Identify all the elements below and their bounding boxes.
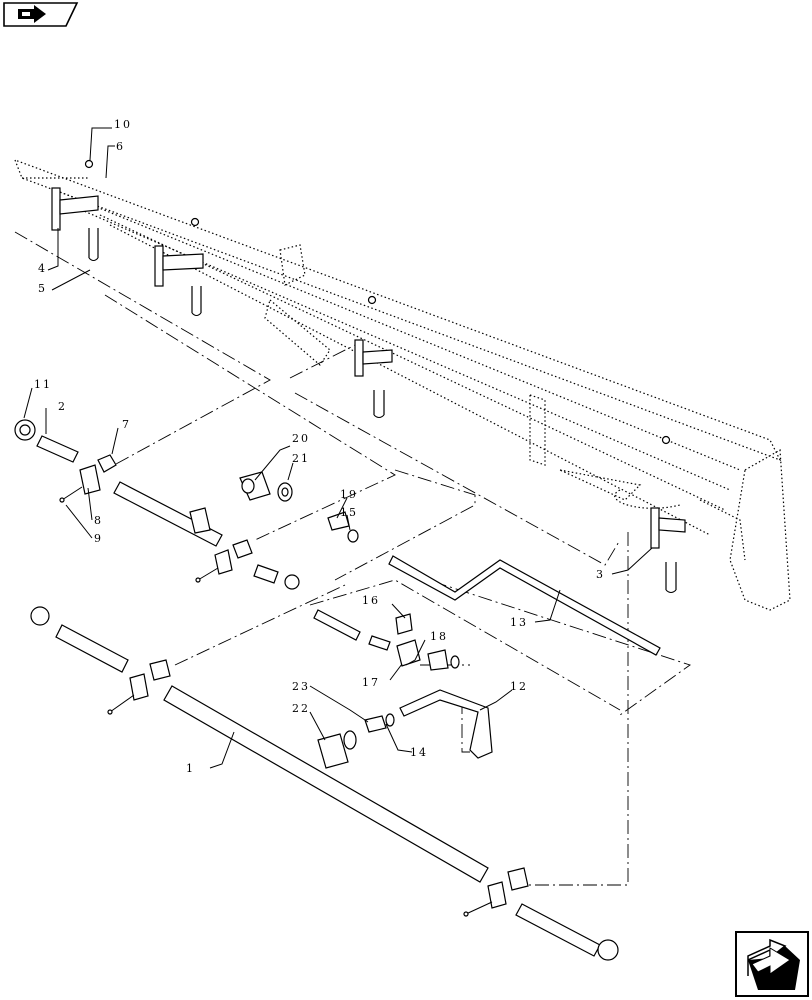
- nipple-middle: [368, 635, 391, 651]
- bolt-9: [59, 486, 83, 503]
- callout-3: 3: [596, 568, 605, 581]
- boom-frame: [13, 158, 791, 611]
- upper-tee-fitting: [189, 507, 211, 534]
- clamp-set-lower-left: [107, 659, 171, 715]
- tube-13: [388, 555, 661, 656]
- callout-5: 5: [38, 282, 47, 295]
- callout-11: 11: [34, 378, 52, 391]
- callout-1: 1: [186, 762, 195, 775]
- mounting-bracket-3: [354, 295, 393, 418]
- callout-13: 13: [510, 616, 528, 629]
- fitting-16: [395, 613, 413, 635]
- callout-7: 7: [122, 418, 131, 431]
- callout-2: 2: [58, 400, 67, 413]
- callout-4: 4: [38, 262, 47, 275]
- callout-15: 15: [340, 506, 358, 519]
- check-valve-23: [364, 713, 395, 733]
- callout-16: 16: [362, 594, 380, 607]
- leader-lines: [23, 127, 653, 769]
- pipe-nipple-2: [36, 435, 79, 463]
- elbow-18: [427, 649, 460, 671]
- callout-21: 21: [292, 452, 310, 465]
- end-cap-11: [14, 419, 36, 441]
- end-cap-lower-left: [30, 606, 50, 626]
- nozzle-22: [317, 730, 357, 769]
- callout-18: 18: [430, 630, 448, 643]
- pipe-nipple-lower-left: [55, 624, 129, 673]
- callout-22: 22: [292, 702, 310, 715]
- phantom-lines: [14, 231, 691, 886]
- callout-23: 23: [292, 680, 310, 693]
- clamp-set-upper: [195, 539, 253, 583]
- clamp-set-lower-right: [463, 867, 529, 917]
- short-pipe-middle: [313, 609, 361, 641]
- callout-8: 8: [94, 514, 103, 527]
- book-tab-icon[interactable]: [3, 2, 79, 27]
- callout-6: 6: [116, 140, 125, 153]
- mounting-bracket-4: [650, 435, 686, 593]
- adapter-upper: [253, 564, 300, 590]
- swivel-21: [277, 482, 293, 502]
- clamp-7: [79, 454, 117, 495]
- elbow-20: [239, 471, 271, 501]
- tee-17: [396, 639, 421, 667]
- callout-10: 10: [114, 118, 132, 131]
- callout-9: 9: [94, 532, 103, 545]
- next-page-arrow-icon[interactable]: [735, 931, 809, 997]
- seal-15: [347, 529, 359, 543]
- callout-12: 12: [510, 680, 528, 693]
- callout-17: 17: [362, 676, 380, 689]
- callout-20: 20: [292, 432, 310, 445]
- callout-14: 14: [410, 746, 428, 759]
- end-cap-lower-right: [597, 939, 619, 961]
- tube-12: [399, 689, 493, 759]
- pipe-nipple-lower-right: [515, 903, 601, 957]
- mounting-bracket-2: [154, 217, 204, 316]
- callout-19: 19: [340, 488, 358, 501]
- pipe-1: [163, 685, 489, 883]
- mounting-bracket-1: [51, 159, 99, 261]
